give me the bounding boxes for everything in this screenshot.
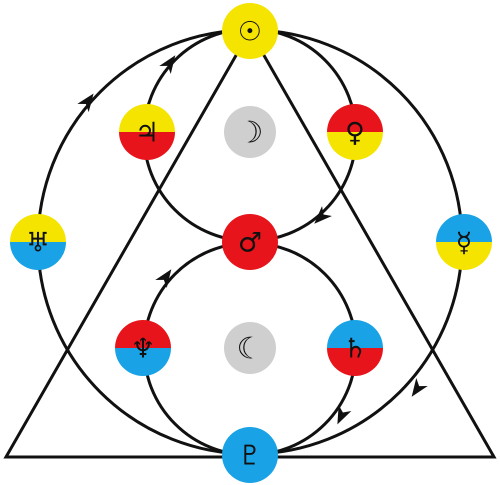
waxing-moon-symbol-icon: ☽ (237, 116, 264, 151)
node-disc (224, 322, 276, 374)
node-disc (222, 427, 278, 483)
node-disc-top-half (436, 214, 492, 242)
neptune-symbol-icon: ♆ (131, 334, 155, 365)
node-mars: ♂ (222, 214, 278, 270)
jupiter-symbol-icon: ♃ (135, 118, 159, 149)
node-moon-waning: ☾ (224, 322, 276, 374)
node-disc (224, 106, 276, 158)
node-disc-top-half (10, 214, 66, 242)
arrow-outer-left (77, 93, 94, 113)
arrow-lower-right (337, 405, 352, 425)
node-disc-bottom-half (10, 242, 66, 270)
node-disc-top-half (119, 104, 175, 132)
node-disc (222, 214, 278, 270)
mars-symbol-icon: ♂ (238, 228, 262, 259)
mercury-symbol-icon: ☿ (456, 228, 473, 259)
node-pluto: ♇ (222, 427, 278, 483)
waning-moon-symbol-icon: ☾ (237, 332, 264, 367)
node-disc (222, 3, 278, 59)
node-disc-top-half (115, 320, 171, 348)
node-disc-bottom-half (119, 132, 175, 160)
node-venus: ♀ (327, 104, 383, 160)
node-disc-top-half (327, 104, 383, 132)
node-neptune: ♆ (115, 320, 171, 376)
node-disc-bottom-half (436, 242, 492, 270)
node-jupiter: ♃ (119, 104, 175, 160)
node-uranus: ♅ (10, 214, 66, 270)
node-disc-bottom-half (327, 348, 383, 376)
arrow-lower-left (155, 269, 172, 289)
node-disc-top-half (327, 320, 383, 348)
uranus-symbol-icon: ♅ (26, 228, 50, 259)
arrow-upper-right (314, 206, 332, 224)
pluto-symbol-icon: ♇ (238, 441, 262, 472)
flow-arrows (77, 55, 428, 425)
planet-nodes: ☉ ♃ ♀ ♅ ☿ ♂ ♆ ♄ ♇ ☽ ☾ (10, 3, 492, 483)
node-saturn: ♄ (327, 320, 383, 376)
venus-symbol-icon: ♀ (345, 118, 365, 149)
node-moon-waxing: ☽ (224, 106, 276, 158)
saturn-symbol-icon: ♄ (343, 334, 367, 365)
node-disc-bottom-half (327, 132, 383, 160)
node-sun: ☉ (222, 3, 278, 59)
node-disc-bottom-half (115, 348, 171, 376)
arrow-outer-right (411, 377, 428, 397)
sun-symbol-icon: ☉ (238, 17, 262, 48)
arrow-upper-left (159, 55, 176, 75)
node-mercury: ☿ (436, 214, 492, 270)
